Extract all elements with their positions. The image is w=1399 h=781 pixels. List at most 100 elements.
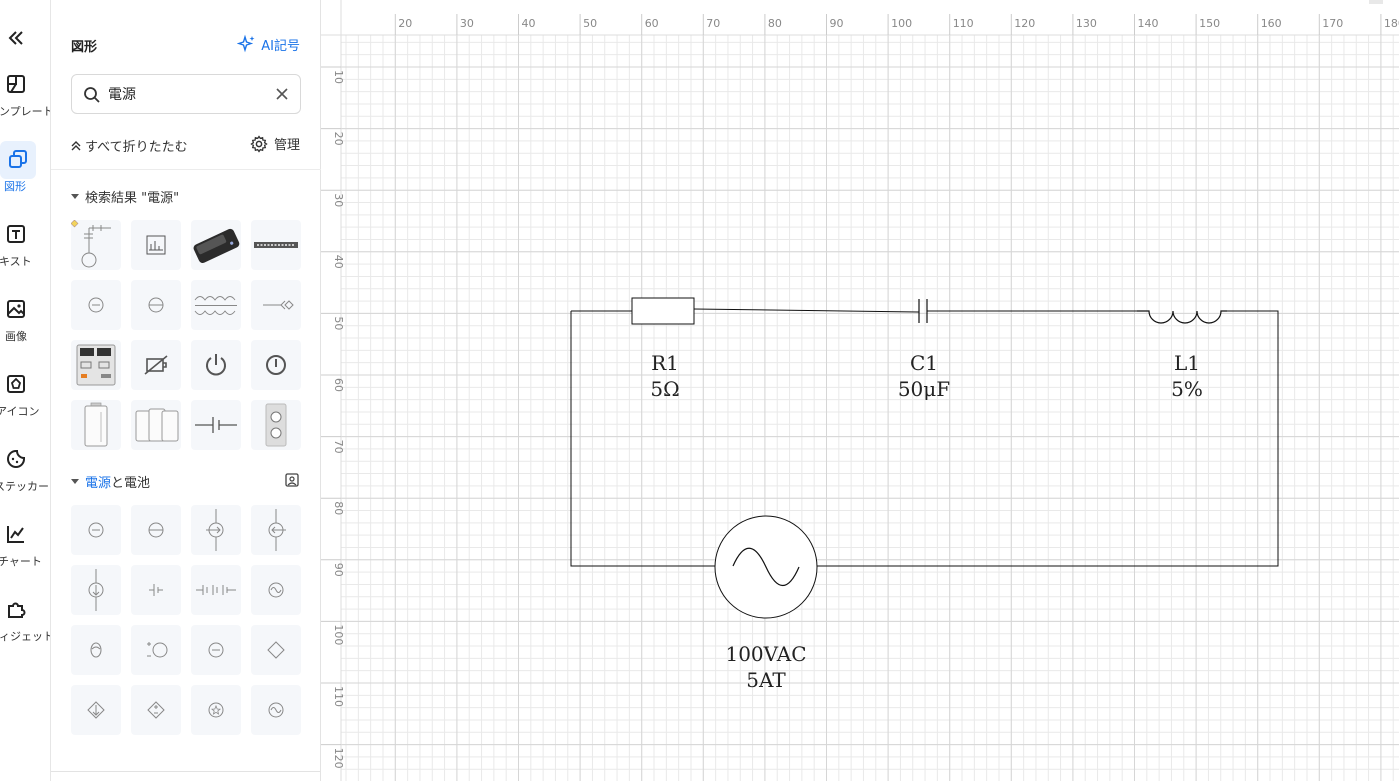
ai-button-label: AI記号 [261, 38, 300, 54]
resistor-r1[interactable] [631, 297, 695, 325]
ruler-tick-label: 110 [953, 17, 974, 30]
shape-tile-outlet[interactable] [251, 400, 301, 450]
shape-tile-cell[interactable] [131, 565, 181, 615]
shape-tile-power-strip[interactable] [251, 220, 301, 270]
close-icon[interactable] [274, 86, 290, 102]
shape-tile-source-arrow-right[interactable] [251, 505, 301, 555]
ruler-tick-label: 90 [830, 17, 844, 30]
label-l1[interactable]: L1 5% [1137, 350, 1237, 402]
transformer-icon [194, 296, 237, 315]
shape-tile-plug[interactable] [251, 280, 301, 330]
ruler-tick-label: 170 [1322, 17, 1343, 30]
component-name: C1 [909, 351, 939, 375]
shape-tile-power-supply-unit[interactable] [71, 340, 121, 390]
ai-symbol-button[interactable]: AI記号 [237, 34, 300, 54]
shape-tile-power-switch[interactable] [71, 220, 121, 270]
rail-item-shapes[interactable]: 図形 [0, 141, 50, 212]
wire-r1-c1[interactable] [693, 308, 920, 313]
divider [51, 169, 321, 170]
search-results-header[interactable]: 検索結果 "電源" [71, 187, 179, 206]
collapse-rail-button[interactable] [5, 26, 27, 50]
image-icon [7, 300, 25, 318]
shape-tile-power-meter[interactable] [131, 220, 181, 270]
shape-tile-batteries[interactable] [131, 400, 181, 450]
manage-button[interactable]: 管理 [250, 134, 300, 153]
gear-icon [250, 134, 268, 153]
ruler-tick-label: 80 [768, 17, 782, 30]
library-icon[interactable] [284, 472, 300, 488]
shape-tile-dc-source[interactable] [71, 280, 121, 330]
component-value: 5% [1171, 377, 1203, 401]
shape-tile-battery-symbol[interactable] [191, 400, 241, 450]
vertical-source-icon [88, 569, 104, 611]
rail-item-stickers[interactable]: ステッカー [0, 448, 50, 512]
rail-item-chart[interactable]: チャート [0, 523, 50, 587]
rail-item-image[interactable]: 画像 [0, 298, 50, 362]
ruler-tick-label: 110 [332, 686, 345, 707]
shape-tile-source-minus[interactable] [191, 625, 241, 675]
shape-tile-source-dc[interactable] [71, 505, 121, 555]
power-button-icon [206, 354, 226, 376]
label-c1[interactable]: C1 50μF [874, 350, 974, 402]
rail-item-text[interactable]: テキスト [0, 223, 50, 287]
icon-library-icon [7, 375, 25, 393]
text-icon [7, 225, 25, 243]
inductor-l1[interactable] [1137, 310, 1227, 324]
shape-tile-power-indicator[interactable] [251, 340, 301, 390]
ruler-tick-label: 60 [645, 17, 659, 30]
label-r1[interactable]: R1 5Ω [615, 350, 715, 402]
power-strip-icon [254, 242, 298, 248]
shape-tile-star-source[interactable] [191, 685, 241, 735]
shape-tile-no-power[interactable] [131, 340, 181, 390]
shape-tile-dependent-current-source[interactable] [71, 685, 121, 735]
shape-tile-source-current[interactable] [131, 505, 181, 555]
rail-item-widget[interactable]: ウィジェット [0, 598, 50, 662]
power-battery-header[interactable]: 電源と電池 [71, 472, 150, 491]
component-name: L1 [1173, 351, 1200, 375]
shape-tile-transformer[interactable] [191, 280, 241, 330]
capacitor-c1[interactable] [918, 299, 928, 323]
power-meter-icon [146, 235, 166, 255]
component-name: R1 [651, 351, 679, 375]
shape-tile-battery[interactable] [71, 400, 121, 450]
ruler-tick-label: 50 [583, 17, 597, 30]
dependent-voltage-source-icon [147, 701, 165, 719]
label-ac-source[interactable]: 100VAC 5AT [706, 641, 826, 693]
shape-tile-current-source[interactable] [131, 280, 181, 330]
ruler-tick-label: 60 [332, 378, 345, 392]
ac-voltage-source[interactable] [714, 515, 818, 619]
shape-tile-source-arrow-left[interactable] [191, 505, 241, 555]
current-source-icon [148, 297, 164, 313]
shape-tile-source-oval[interactable] [71, 625, 121, 675]
shape-tile-ac-source-2[interactable] [251, 685, 301, 735]
section-label-rest: と電池 [111, 476, 151, 491]
rail-label: テキスト [0, 255, 32, 268]
rail-item-template[interactable]: テンプレート [0, 73, 50, 137]
shape-tile-power-bank[interactable] [191, 220, 241, 270]
ruler-tick-label: 100 [891, 17, 912, 30]
polarized-source-icon [147, 642, 168, 658]
ruler-tick-label: 70 [332, 440, 345, 454]
source-arrow-icon [268, 509, 286, 551]
shape-tile-ac-source[interactable] [251, 565, 301, 615]
collapse-all-button[interactable]: すべて折りたたむ [71, 136, 188, 155]
caret-down-icon [71, 479, 79, 484]
shape-tile-multi-cell[interactable] [191, 565, 241, 615]
rail-label: チャート [0, 555, 42, 568]
shape-tile-polarized-source[interactable] [131, 625, 181, 675]
shape-tile-dependent-source[interactable] [251, 625, 301, 675]
power-bank-image-icon [193, 228, 240, 263]
shape-tile-source-vertical[interactable] [71, 565, 121, 615]
search-input[interactable] [108, 83, 268, 105]
rail-item-icons[interactable]: アイコン [0, 373, 50, 437]
shape-tile-dependent-voltage-source[interactable] [131, 685, 181, 735]
component-value: 50μF [897, 377, 951, 401]
search-icon [84, 87, 100, 103]
power-switch-symbol-icon [71, 220, 111, 268]
wire-right[interactable] [817, 310, 1279, 567]
shape-tile-power-button[interactable] [191, 340, 241, 390]
wire-left[interactable] [570, 311, 715, 567]
ruler-tick-label: 30 [460, 17, 474, 30]
